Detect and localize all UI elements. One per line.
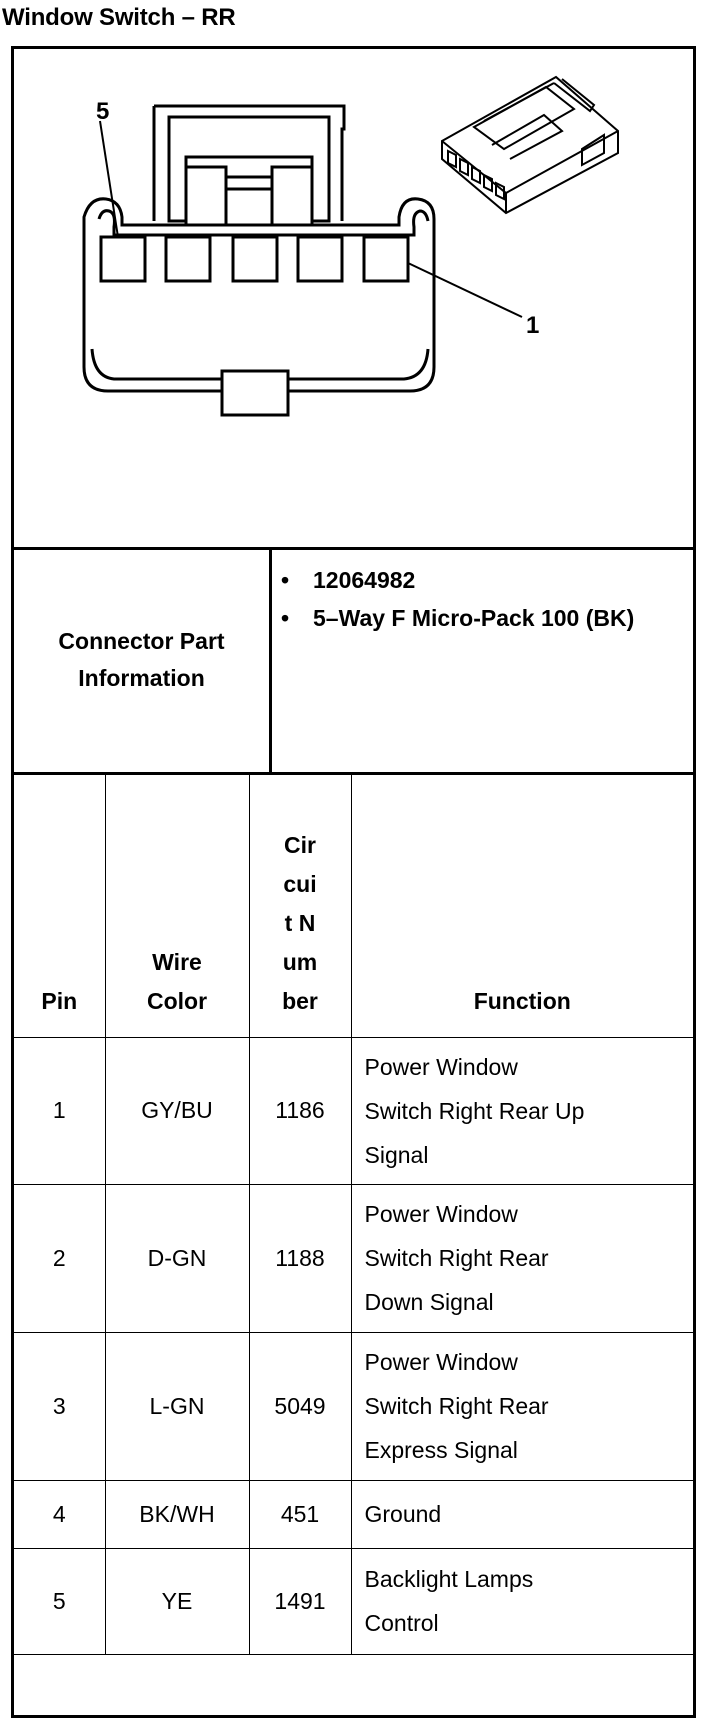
connector-type-item: • 5–Way F Micro-Pack 100 (BK): [275, 599, 685, 637]
pin-cell: 4: [14, 1479, 106, 1549]
bullet-icon: •: [281, 567, 290, 593]
header-circuit-number: Circuit Number: [248, 775, 352, 1038]
pin-cell: 2: [14, 1183, 106, 1333]
part-number: 12064982: [313, 567, 416, 593]
table-row: 4 BK/WH 451 Ground: [14, 1479, 693, 1549]
table-header-row: Pin Wire Color Circuit Number Function: [14, 775, 693, 1038]
wire-color-cell: GY/BU: [104, 1036, 250, 1185]
pin-cell: 5: [14, 1547, 106, 1655]
connector-part-info-label: Connector Part Information: [14, 547, 272, 772]
part-number-item: • 12064982: [275, 561, 685, 599]
pin-5-label: 5: [96, 98, 109, 125]
bullet-icon: •: [281, 605, 290, 631]
connector-diagram: 5 1: [14, 49, 693, 550]
connector-face-drawing: 5 1: [82, 75, 619, 417]
pin-cell: 3: [14, 1331, 106, 1481]
wire-color-cell: BK/WH: [104, 1479, 250, 1549]
table-row: 5 YE 1491 Backlight Lamps Control: [14, 1547, 693, 1655]
pinout-table: Pin Wire Color Circuit Number Function 1…: [14, 775, 693, 1655]
circuit-cell: 451: [248, 1479, 352, 1549]
function-cell: Backlight Lamps Control: [350, 1547, 693, 1655]
function-cell: Power Window Switch Right Rear Up Signal: [350, 1036, 693, 1185]
wire-color-cell: D-GN: [104, 1183, 250, 1333]
function-cell: Power Window Switch Right Rear Express S…: [350, 1331, 693, 1481]
header-wire-color: Wire Color: [104, 775, 250, 1038]
header-pin: Pin: [14, 775, 106, 1038]
circuit-cell: 1491: [248, 1547, 352, 1655]
wire-color-cell: YE: [104, 1547, 250, 1655]
circuit-cell: 5049: [248, 1331, 352, 1481]
connector-sheet: 5 1 Connector Part Information • 12064982…: [11, 46, 696, 1718]
circuit-cell: 1188: [248, 1183, 352, 1333]
circuit-cell: 1186: [248, 1036, 352, 1185]
table-row: 3 L-GN 5049 Power Window Switch Right Re…: [14, 1331, 693, 1481]
function-cell: Power Window Switch Right Rear Down Sign…: [350, 1183, 693, 1333]
pin-1-label: 1: [526, 312, 539, 339]
function-cell: Ground: [350, 1479, 693, 1549]
table-row: 2 D-GN 1188 Power Window Switch Right Re…: [14, 1183, 693, 1333]
connector-part-info-values: • 12064982 • 5–Way F Micro-Pack 100 (BK): [275, 561, 685, 637]
connector-part-info-row: Connector Part Information • 12064982 • 5–…: [14, 547, 693, 775]
table-row: 1 GY/BU 1186 Power Window Switch Right R…: [14, 1036, 693, 1185]
connector-type: 5–Way F Micro-Pack 100 (BK): [313, 605, 635, 631]
header-function: Function: [350, 775, 693, 1038]
page-title: Window Switch – RR: [2, 4, 236, 31]
wire-color-cell: L-GN: [104, 1331, 250, 1481]
pin-cell: 1: [14, 1036, 106, 1185]
